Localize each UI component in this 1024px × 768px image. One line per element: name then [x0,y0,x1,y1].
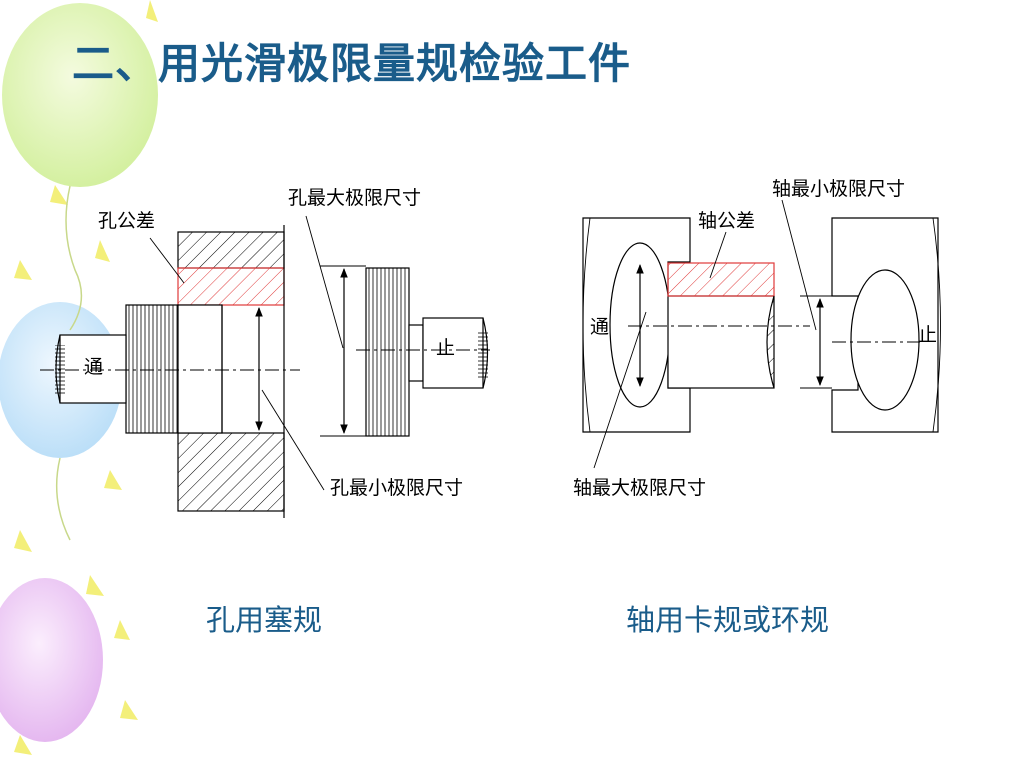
workpiece-lower-hatch [177,432,285,512]
nogo-gauge-label: 止 [918,324,938,346]
star-decorations [14,0,158,755]
hole-plug-gauge-drawing [40,215,490,518]
go-plug-body [125,304,179,434]
go-plug-handle [59,334,127,404]
star-icon [14,260,32,280]
purple-balloon-shape [0,578,103,742]
nogo-gauge-frame [831,217,939,433]
shaft-tolerance-label: 轴公差 [698,210,756,232]
hole-tolerance-zone [177,267,285,306]
shaft-body [667,295,775,389]
nogo-gauge-opening [850,269,920,411]
star-icon [86,575,104,596]
hole-min-size-label: 孔最小极限尺寸 [330,477,464,499]
page-title: 二、用光滑极限量规检验工件 [72,39,632,88]
star-icon [146,0,158,22]
nogo-plug-body [365,267,410,437]
star-icon [50,185,68,205]
workpiece-upper-hatch [177,231,285,269]
nogo-plug-label: 止 [436,337,456,359]
shaft-min-size-label: 轴最小极限尺寸 [772,178,906,200]
go-gauge-label: 通 [590,316,610,338]
hole-tolerance-label: 孔公差 [98,210,156,232]
go-plug-label: 通 [84,356,104,378]
shaft-tolerance-zone [667,262,775,297]
balloon-strings [55,185,83,541]
hole-plug-gauge-caption: 孔用塞规 [206,603,323,637]
star-icon [95,240,110,262]
star-icon [104,470,122,490]
star-icon [114,620,130,640]
star-icon [120,700,138,720]
hole-max-size-label: 孔最大极限尺寸 [288,187,422,209]
star-icon [14,530,32,552]
shaft-max-size-label: 轴最大极限尺寸 [573,477,707,499]
shaft-gauge-caption: 轴用卡规或环规 [626,603,830,637]
green-balloon-shape [2,3,158,187]
nogo-plug-neck [408,324,424,382]
shaft-snap-gauge-drawing [582,199,941,469]
star-icon [14,735,32,755]
